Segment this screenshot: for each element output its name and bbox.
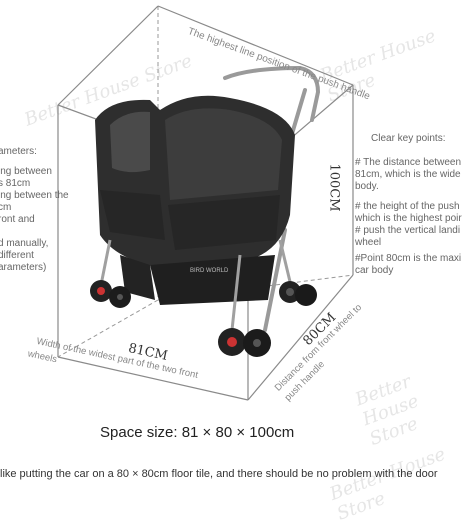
key-point-line: # push the vertical landi: [355, 225, 461, 236]
left-param-line: different: [0, 250, 34, 261]
left-parameters: ameters: ing between s 81cm ing between …: [0, 146, 69, 274]
left-param-line: s 81cm: [0, 178, 31, 189]
space-size-caption: Space size: 81 × 80 × 100cm: [100, 424, 295, 441]
key-point-line: wheel: [355, 237, 382, 248]
key-point-line: # The distance between: [355, 157, 462, 168]
key-point-line: car body: [355, 265, 394, 276]
bottom-note: like putting the car on a 80 × 80cm floo…: [0, 468, 438, 480]
left-param-line: cm: [0, 202, 12, 213]
key-points-title: Clear key points:: [371, 133, 446, 144]
height-dimension-label: 100CM: [326, 163, 342, 212]
left-param-line: ing between: [0, 166, 52, 177]
stroller-wheels: [90, 280, 317, 357]
stroller-illustration: BIRD WORLD: [95, 95, 295, 305]
key-point-line: #Point 80cm is the maxi: [355, 253, 462, 264]
left-param-line: d manually,: [0, 238, 49, 249]
key-point-line: # the height of the push: [355, 201, 460, 212]
key-point-line: which is the highest poir: [355, 213, 462, 224]
stroller-brand: BIRD WORLD: [190, 268, 229, 274]
key-point-line: body.: [355, 181, 379, 192]
watermark-text: Better House Store: [327, 443, 449, 525]
key-point-line: 81cm, which is the wide: [355, 169, 461, 180]
key-points: Clear key points: # The distance between…: [355, 133, 470, 277]
left-param-line: ing between the: [0, 190, 69, 201]
stroller-dimension-diagram: BIRD WORLD: [57, 5, 354, 401]
left-param-line: arameters): [0, 262, 47, 273]
left-param-line: ront and: [0, 214, 35, 225]
left-param-line: ameters:: [0, 146, 37, 157]
